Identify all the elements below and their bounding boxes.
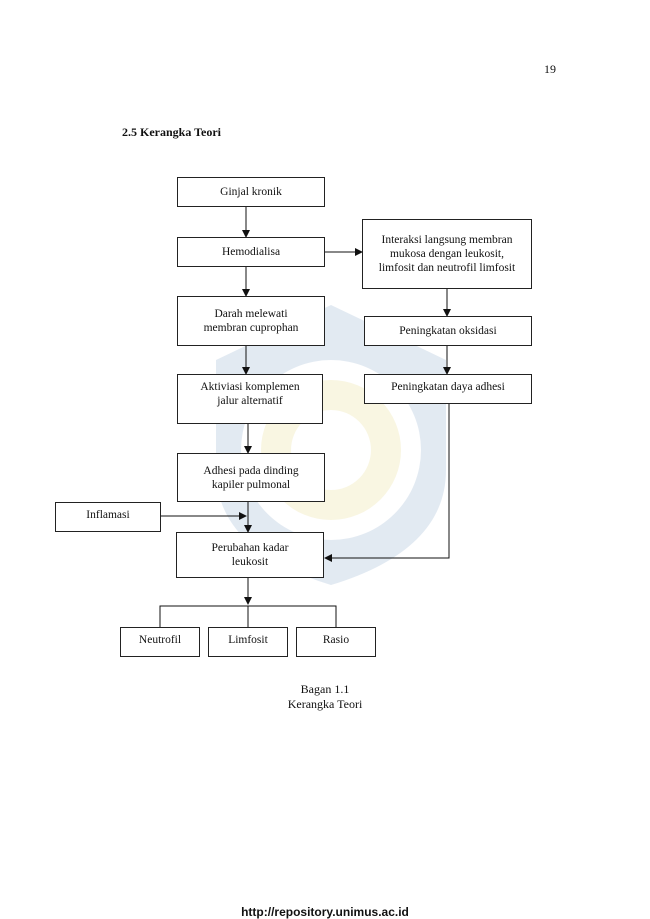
caption-line-2: Kerangka Teori [287, 697, 363, 711]
box-ginjal-kronik: Ginjal kronik [177, 177, 325, 207]
box-peningkatan-daya-adhesi: Peningkatan daya adhesi [364, 374, 532, 404]
figure-caption: Bagan 1.1 Kerangka Teori [0, 682, 650, 712]
box-aktivasi-komplemen: Aktiviasi komplemen jalur alternatif [177, 374, 323, 424]
box-interaksi-langsung: Interaksi langsung membran mukosa dengan… [362, 219, 532, 289]
repository-url[interactable]: http://repository.unimus.ac.id [241, 905, 409, 919]
box-adhesi-dinding: Adhesi pada dinding kapiler pulmonal [177, 453, 325, 502]
box-limfosit: Limfosit [208, 627, 288, 657]
arrow-daya-perubahan [324, 404, 450, 562]
page-number: 19 [544, 62, 556, 76]
caption-line-1: Bagan 1.1 [300, 682, 350, 696]
box-neutrofil: Neutrofil [120, 627, 200, 657]
box-darah-melewati: Darah melewati membran cuprophan [177, 296, 325, 346]
box-hemodialisa: Hemodialisa [177, 237, 325, 267]
box-perubahan-leukosit: Perubahan kadar leukosit [176, 532, 324, 578]
section-title: 2.5 Kerangka Teori [122, 125, 222, 139]
box-rasio: Rasio [296, 627, 376, 657]
box-inflamasi: Inflamasi [55, 502, 161, 532]
box-peningkatan-oksidasi: Peningkatan oksidasi [364, 316, 532, 346]
